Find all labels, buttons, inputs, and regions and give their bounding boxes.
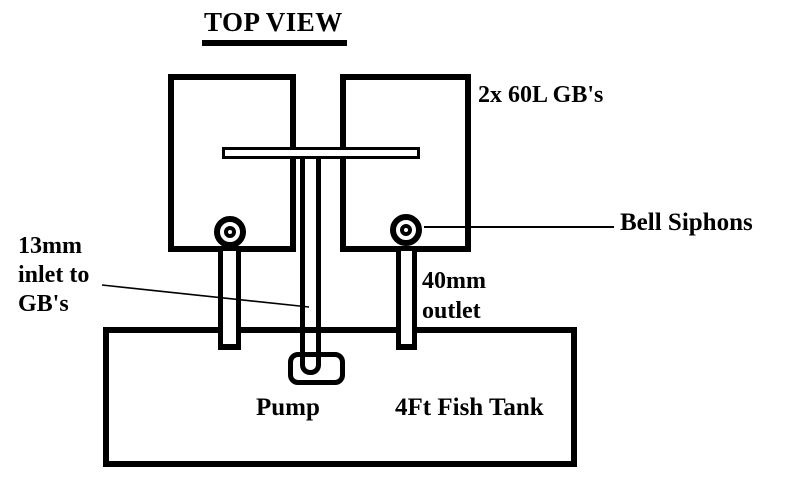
- grow-beds-label: 2x 60L GB's: [478, 82, 604, 108]
- grow-bed-left-rect: [168, 74, 296, 252]
- outlet-pipe-left: [218, 251, 241, 350]
- bell-siphon-left-center-dot: [224, 226, 236, 238]
- fish-tank-label: 4Ft Fish Tank: [395, 394, 544, 421]
- bell-siphons-label: Bell Siphons: [620, 209, 753, 236]
- outlet-label: 40mm outlet: [422, 268, 486, 324]
- inlet-manifold-pipe: [222, 147, 420, 159]
- bell-siphon-right-center-dot: [400, 224, 412, 236]
- outlet-pipe-right: [396, 251, 417, 350]
- bell-siphons-leader-line: [424, 226, 614, 228]
- bell-siphon-right-circle: [390, 214, 422, 246]
- bell-siphon-left-circle: [214, 216, 246, 248]
- pump-label: Pump: [256, 394, 320, 421]
- center-inlet-pipe: [300, 157, 321, 375]
- fish-tank-rect: [103, 327, 577, 467]
- inlet-label: 13mm inlet to GB's: [18, 233, 90, 317]
- grow-bed-right-rect: [340, 74, 471, 252]
- page-title: TOP VIEW: [202, 6, 347, 46]
